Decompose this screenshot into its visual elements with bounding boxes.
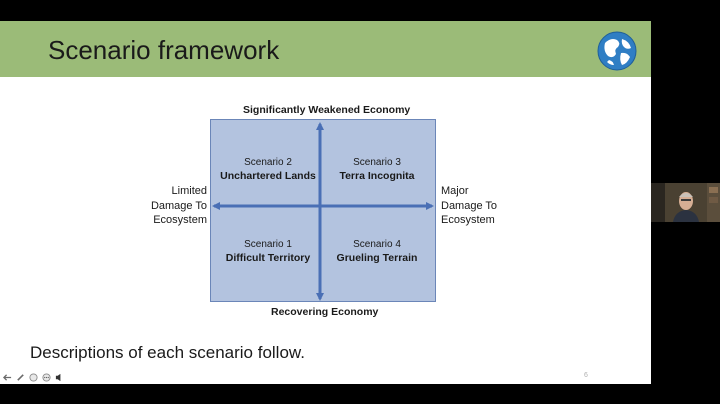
back-arrow-icon[interactable]: [3, 373, 12, 382]
scenario-2-quadrant: Scenario 2 Unchartered Lands: [220, 157, 316, 182]
webcam-thumbnail[interactable]: [651, 183, 720, 222]
slide-caption: Descriptions of each scenario follow.: [30, 343, 305, 362]
scenario-4-quadrant: Scenario 4 Grueling Terrain: [336, 239, 418, 264]
slide: Scenario framework Significantly Weakene…: [0, 21, 651, 384]
pen-icon[interactable]: [16, 373, 25, 382]
globe-logo-icon: [597, 31, 637, 71]
slide-title: Scenario framework: [48, 35, 280, 65]
zoom-icon[interactable]: [29, 372, 38, 382]
title-bar: Scenario framework: [0, 21, 651, 77]
more-icon[interactable]: [42, 372, 51, 382]
scenario-grid: [210, 119, 436, 302]
left-axis-label: Limited Damage To Ecosystem: [150, 185, 207, 226]
audio-icon[interactable]: [55, 373, 64, 382]
webcam-presenter-icon: [651, 183, 720, 222]
scenario-3-quadrant: Scenario 3 Terra Incognita: [339, 157, 415, 182]
slideshow-controls: [3, 371, 64, 383]
bottom-axis-label: Recovering Economy: [271, 306, 379, 318]
page-number: 6: [584, 372, 588, 379]
right-axis-label: Major Damage To Ecosystem: [441, 185, 498, 226]
scenario-1-quadrant: Scenario 1 Difficult Territory: [225, 239, 311, 264]
top-axis-label: Significantly Weakened Economy: [243, 104, 411, 116]
